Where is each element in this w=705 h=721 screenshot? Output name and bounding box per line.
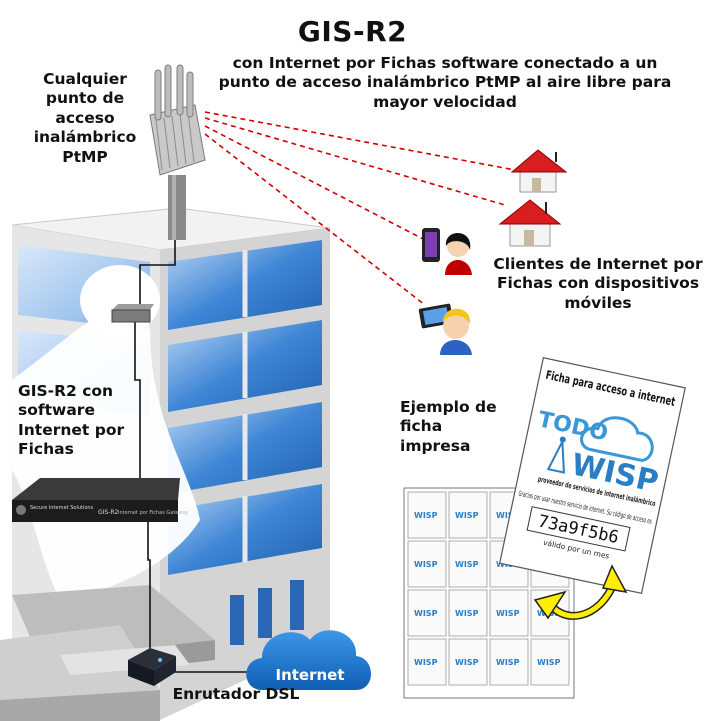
internet-cloud-icon: Internet xyxy=(246,630,371,690)
gis-r2-label: GIS-R2 con software Internet por Fichas xyxy=(18,382,125,459)
svg-text:WISP: WISP xyxy=(455,511,479,520)
subtitle: con Internet por Fichas software conecta… xyxy=(218,54,672,111)
house-icon xyxy=(498,199,562,247)
clients-label: Clientes de Internet por Fichas con disp… xyxy=(493,255,703,312)
svg-text:WISP: WISP xyxy=(537,658,561,667)
switch-icon xyxy=(111,304,154,323)
ticket-example-label: Ejemplo de ficha impresa xyxy=(400,398,497,455)
svg-text:WISP: WISP xyxy=(414,560,438,569)
svg-text:WISP: WISP xyxy=(414,609,438,618)
phone-user-icon xyxy=(422,228,472,275)
tower-icon xyxy=(546,436,566,474)
svg-text:WISP: WISP xyxy=(414,658,438,667)
svg-text:WISP: WISP xyxy=(455,560,479,569)
internet-label: Internet xyxy=(275,666,344,684)
wireless-links xyxy=(204,111,516,306)
svg-text:WISP: WISP xyxy=(496,658,520,667)
svg-text:WISP: WISP xyxy=(455,658,479,667)
building xyxy=(0,207,331,721)
device-brand: Secure Internet Solutions xyxy=(30,505,94,511)
svg-text:WISP: WISP xyxy=(414,511,438,520)
access-point-label: Cualquier punto de acceso inalámbrico Pt… xyxy=(33,70,137,166)
page-title: GIS-R2 xyxy=(297,15,408,48)
device-tagline: Internet por Fichas Gateway xyxy=(118,510,189,516)
tablet-user-icon xyxy=(418,303,472,355)
gis-r2-device-icon: Secure Internet Solutions GIS-R2 Interne… xyxy=(12,478,189,522)
access-point-icon xyxy=(149,64,206,240)
dsl-router-icon xyxy=(128,648,176,686)
building-right-windows xyxy=(168,240,322,645)
router-label: Enrutador DSL xyxy=(172,685,300,703)
house-icon xyxy=(510,149,568,193)
device-model: GIS-R2 xyxy=(98,509,119,516)
svg-text:WISP: WISP xyxy=(496,511,520,520)
svg-text:WISP: WISP xyxy=(455,609,479,618)
svg-text:WISP: WISP xyxy=(496,609,520,618)
building-steps xyxy=(0,585,215,721)
ticket-enlarged: Ficha para acceso a internet TODO WISP p… xyxy=(498,357,686,595)
zoom-arrow-icon xyxy=(533,564,628,620)
